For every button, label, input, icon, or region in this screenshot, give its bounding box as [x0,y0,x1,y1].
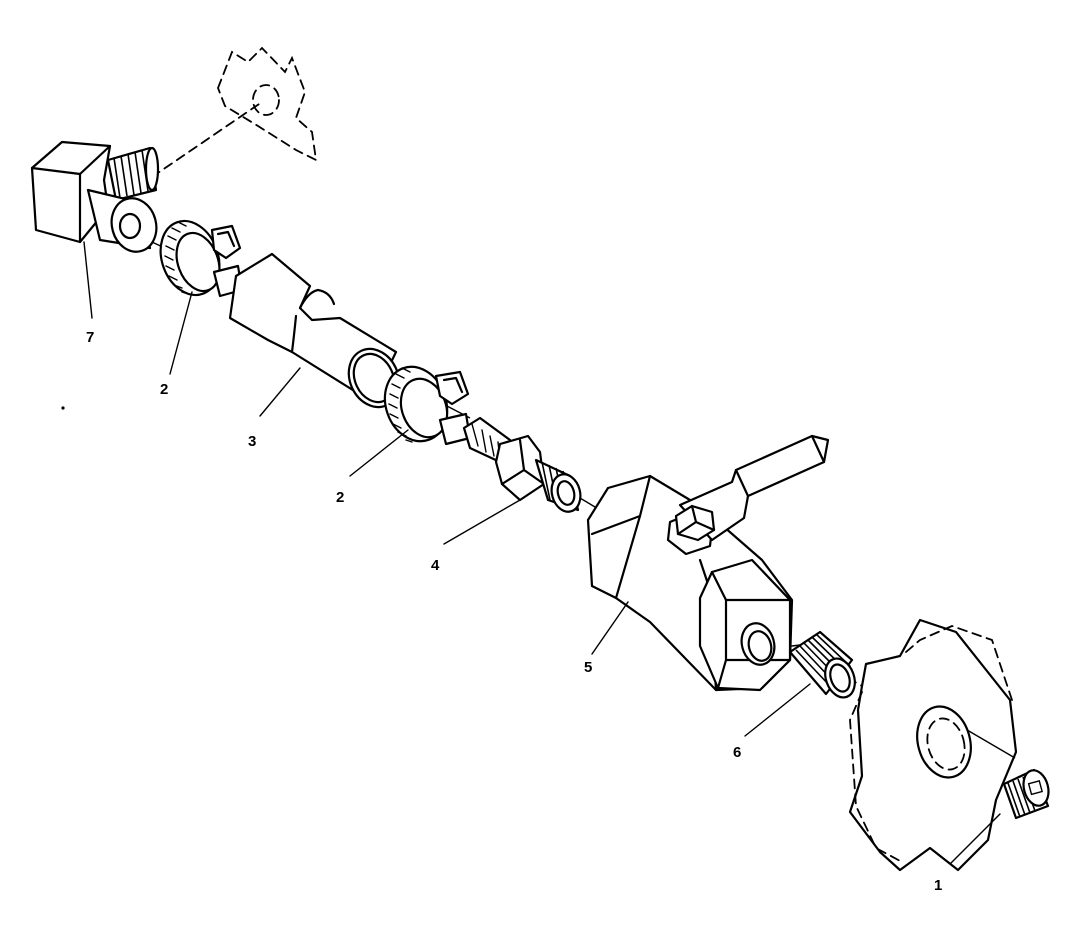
part-3-hose [230,254,408,415]
scan-dot [61,406,64,409]
part-1-pipe-plug [1004,768,1052,818]
callout-4: 4 [431,557,440,574]
callout-7: 7 [86,329,94,346]
part-2-hose-clamp-upper [151,213,242,304]
callout-2-lower: 2 [336,489,344,506]
lower-mounting-panel [850,620,1016,870]
part-7-elbow-fitting [32,142,162,257]
callout-1: 1 [934,877,942,894]
callout-5: 5 [584,659,592,676]
part-4-hose-barb-adapter [464,418,584,515]
callout-3: 3 [248,433,256,450]
upper-mounting-bracket [218,48,316,160]
callout-6: 6 [733,744,741,761]
callout-2-upper: 2 [160,381,168,398]
